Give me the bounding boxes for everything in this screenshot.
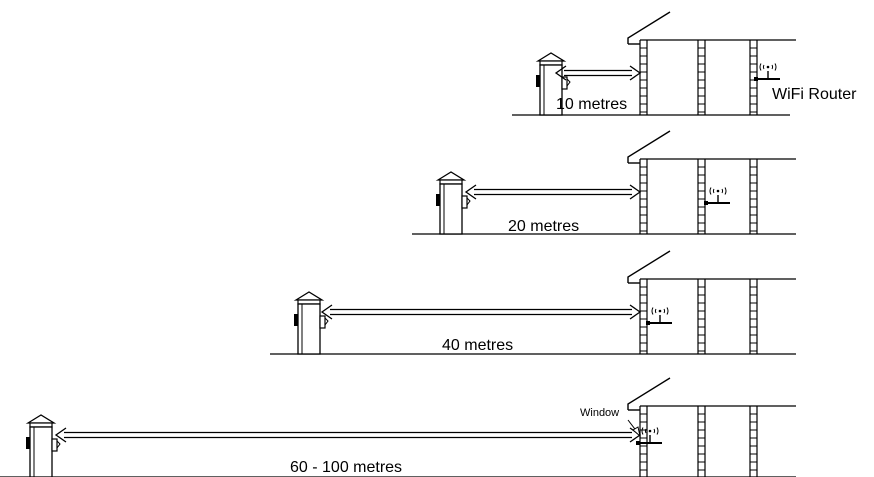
distance-arrow <box>554 65 642 81</box>
scenario-row: 40 metres <box>270 250 796 355</box>
charging-post-icon <box>535 52 571 116</box>
scenario-row: 10 metres WiFi Router <box>512 11 857 116</box>
charging-post-icon <box>25 414 61 477</box>
wifi-router-icon <box>636 427 662 445</box>
distance-label: 40 metres <box>442 337 513 354</box>
wifi-router-icon <box>646 307 672 325</box>
charging-post-icon <box>435 171 471 235</box>
distance-arrow <box>54 427 642 443</box>
router-label: WiFi Router <box>772 86 857 103</box>
distance-label: 10 metres <box>556 96 627 113</box>
window-label: Window <box>580 407 619 419</box>
distance-label: 60 - 100 metres <box>290 459 402 476</box>
distance-arrow <box>464 184 642 200</box>
wifi-router-icon <box>704 187 730 205</box>
distance-label: 20 metres <box>508 218 579 235</box>
scenario-row: 20 metres <box>412 130 796 235</box>
distance-arrow <box>320 304 642 320</box>
wifi-router-icon <box>754 63 780 81</box>
charging-post-icon <box>293 291 329 355</box>
scenario-row: 60 - 100 metres Window <box>0 377 796 477</box>
